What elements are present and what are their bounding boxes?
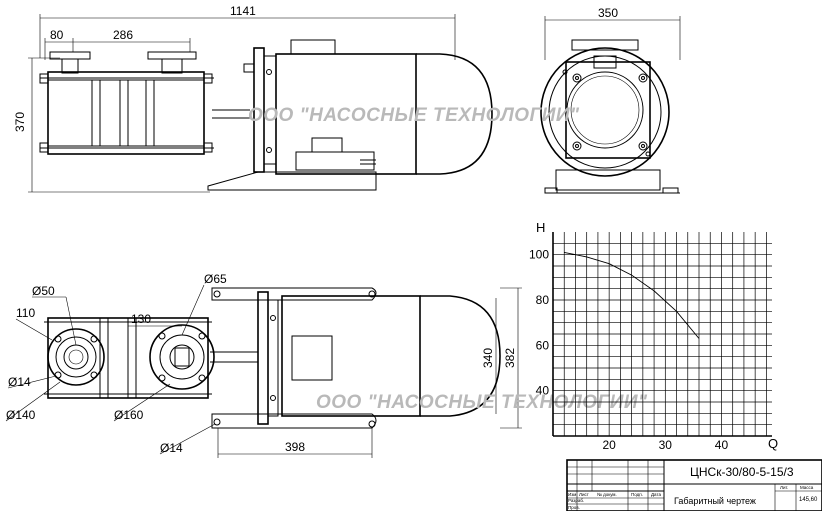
tb-col-list: Лист — [579, 492, 589, 497]
chart-x-tick-label: 40 — [715, 438, 729, 452]
chart-x-tick-label: 20 — [602, 438, 616, 452]
dim-port-offset: 80 — [50, 28, 64, 42]
dim-110: 110 — [16, 306, 35, 320]
chart-series — [564, 251, 700, 339]
chart-x-label: Q — [768, 436, 778, 451]
tb-col-lit: Лит. — [780, 485, 788, 490]
dim-flange-140: Ø140 — [6, 408, 36, 422]
side-view: 1141 80 286 370 — [13, 4, 493, 193]
dim-398: 398 — [285, 440, 305, 454]
tb-designation: ЦНСк-30/80-5-15/3 — [690, 465, 794, 479]
tb-row-razrab: Разраб. — [568, 498, 584, 503]
hq-chart: 40 60 80 100 20 30 40 H Q — [529, 220, 778, 452]
tb-mass-value: 145,60 — [799, 497, 818, 503]
tb-col-mass: Масса — [800, 485, 814, 490]
dim-bore-65: Ø65 — [204, 272, 227, 286]
tb-row-prov: Пров. — [568, 505, 580, 510]
watermark-bottom: ООО "НАСОСНЫЕ ТЕХНОЛОГИИ" — [316, 392, 648, 413]
top-view: 340 382 398 Ø65 Ø50 110 130 Ø14 Ø140 Ø16… — [5, 272, 522, 458]
dim-end-width: 350 — [598, 6, 618, 20]
dim-flange-50: Ø50 — [32, 284, 55, 298]
chart-y-tick-label: 100 — [529, 248, 549, 262]
dim-340: 340 — [481, 348, 495, 368]
title-block: ЦНСк-30/80-5-15/3 Габаритный чертеж Изм … — [566, 459, 822, 511]
dim-130: 130 — [131, 312, 151, 326]
chart-grid — [553, 232, 772, 436]
tb-col-podp: Подп. — [631, 492, 643, 497]
dim-overall-length: 1141 — [230, 4, 256, 18]
dim-height: 370 — [13, 112, 27, 132]
end-view: 350 — [540, 6, 681, 194]
chart-series-line — [564, 251, 700, 339]
dim-hole-14-left: Ø14 — [8, 375, 31, 389]
tb-col-izm: Изм — [568, 492, 576, 497]
chart-x-tick-label: 30 — [659, 438, 673, 452]
watermark-top: ООО "НАСОСНЫЕ ТЕХНОЛОГИИ" — [248, 105, 580, 126]
chart-y-tick-label: 40 — [536, 384, 550, 398]
tb-col-doc: № докум. — [597, 492, 617, 497]
chart-y-label: H — [536, 220, 545, 235]
chart-y-tick-label: 80 — [536, 293, 550, 307]
tb-col-date: Дата — [651, 492, 661, 497]
dim-382: 382 — [503, 348, 517, 368]
dim-port-spacing: 286 — [113, 28, 133, 42]
tb-doc-name: Габаритный чертеж — [674, 496, 756, 506]
dim-flange-160: Ø160 — [114, 408, 144, 422]
chart-y-tick-label: 60 — [536, 338, 550, 352]
